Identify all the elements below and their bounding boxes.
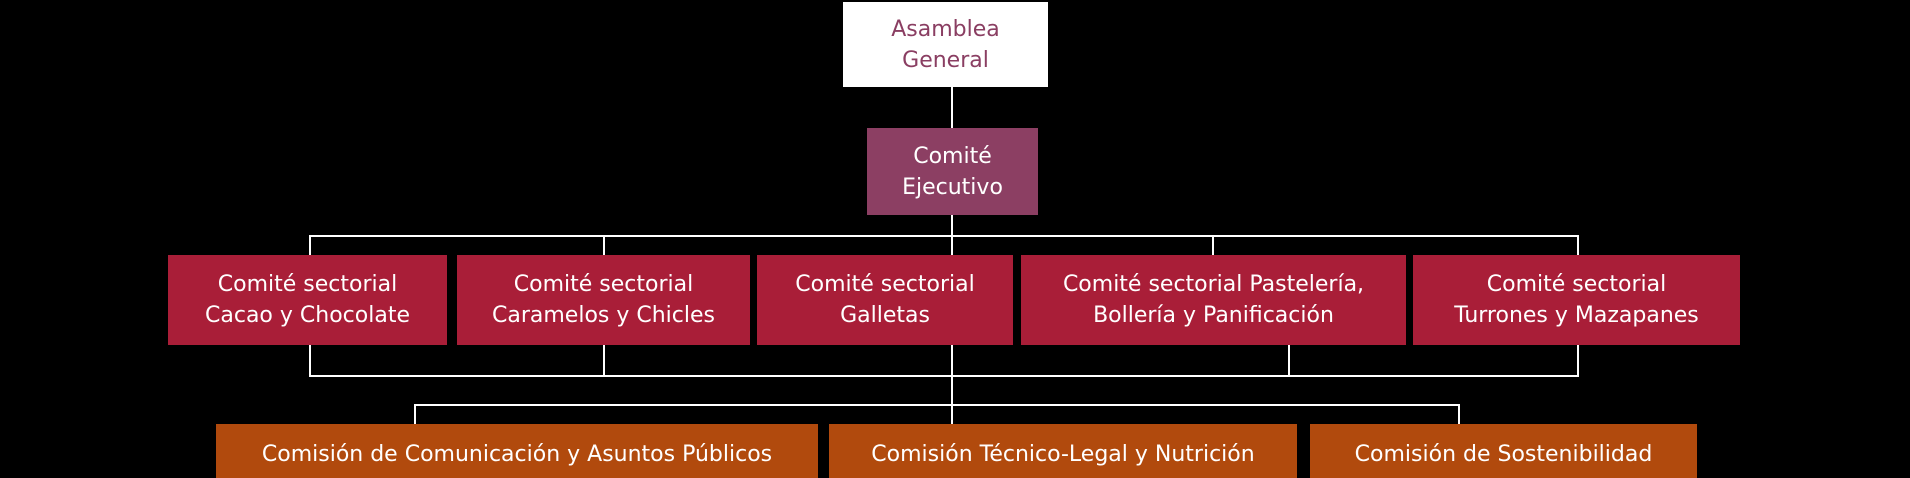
connector-bus-commissions: [414, 404, 1460, 406]
connector-stub-up-sectorial-2: [603, 345, 605, 375]
connector-stub-commission-3: [1458, 404, 1460, 424]
node-label-line: Comité sectorial Pastelería,: [1062, 272, 1365, 297]
node-comision-sostenibilidad: Comisión de Sostenibilidad: [1310, 424, 1697, 478]
node-comision-comunicacion-asuntos-publicos: Comisión de Comunicación y Asuntos Públi…: [216, 424, 818, 478]
connector-stub-sectorial-1: [309, 235, 311, 255]
node-label-line: Comité sectorial: [1486, 272, 1667, 297]
connector-stub-sectorial-2: [603, 235, 605, 255]
connector-stub-up-sectorial-1: [309, 345, 311, 375]
node-label-line: Comité sectorial: [795, 272, 975, 297]
connector-bus-sectorial: [309, 235, 1579, 237]
node-label-line: Cacao y Chocolate: [205, 303, 410, 328]
connector-stub-sectorial-5: [1577, 235, 1579, 255]
node-sectorial-caramelos-y-chicles: Comité sectorial Caramelos y Chicles: [457, 255, 750, 345]
node-label-line: Comisión de Sostenibilidad: [1354, 441, 1653, 467]
node-sectorial-pasteleria-bolleria-panificacion: Comité sectorial Pastelería, Bollería y …: [1021, 255, 1406, 345]
connector-stub-up-sectorial-4: [1288, 345, 1290, 375]
node-sectorial-turrones-y-mazapanes: Comité sectorial Turrones y Mazapanes: [1413, 255, 1740, 345]
node-label-line: Comité: [913, 143, 992, 169]
node-label-line: Turrones y Mazapanes: [1454, 303, 1699, 328]
node-sectorial-galletas: Comité sectorial Galletas: [757, 255, 1013, 345]
node-comite-ejecutivo: Comité Ejecutivo: [867, 128, 1038, 215]
node-label-line: Comisión de Comunicación y Asuntos Públi…: [261, 441, 773, 467]
node-label-line: Caramelos y Chicles: [492, 303, 715, 328]
connector-stub-up-sectorial-5: [1577, 345, 1579, 375]
node-label-line: Ejecutivo: [902, 174, 1003, 200]
node-label-line: Comisión Técnico-Legal y Nutrición: [871, 441, 1255, 467]
node-label-line: Comité sectorial: [513, 272, 694, 297]
connector-sectorial-commission-spine: [951, 345, 953, 424]
connector-stub-sectorial-4: [1212, 235, 1214, 255]
connector-bus-below-sectorial: [309, 375, 1579, 377]
node-label-line: General: [902, 47, 989, 73]
node-label-line: Comité sectorial: [217, 272, 398, 297]
node-comision-tecnico-legal-nutricion: Comisión Técnico-Legal y Nutrición: [829, 424, 1297, 478]
node-label-line: Bollería y Panificación: [1093, 303, 1334, 328]
node-label-line: Asamblea: [891, 16, 1000, 42]
node-asamblea-general: Asamblea General: [843, 2, 1048, 87]
node-label-line: Galletas: [840, 303, 930, 328]
connector-stub-commission-1: [414, 404, 416, 424]
connector-assembly-executive: [951, 87, 953, 128]
node-sectorial-cacao-y-chocolate: Comité sectorial Cacao y Chocolate: [168, 255, 447, 345]
